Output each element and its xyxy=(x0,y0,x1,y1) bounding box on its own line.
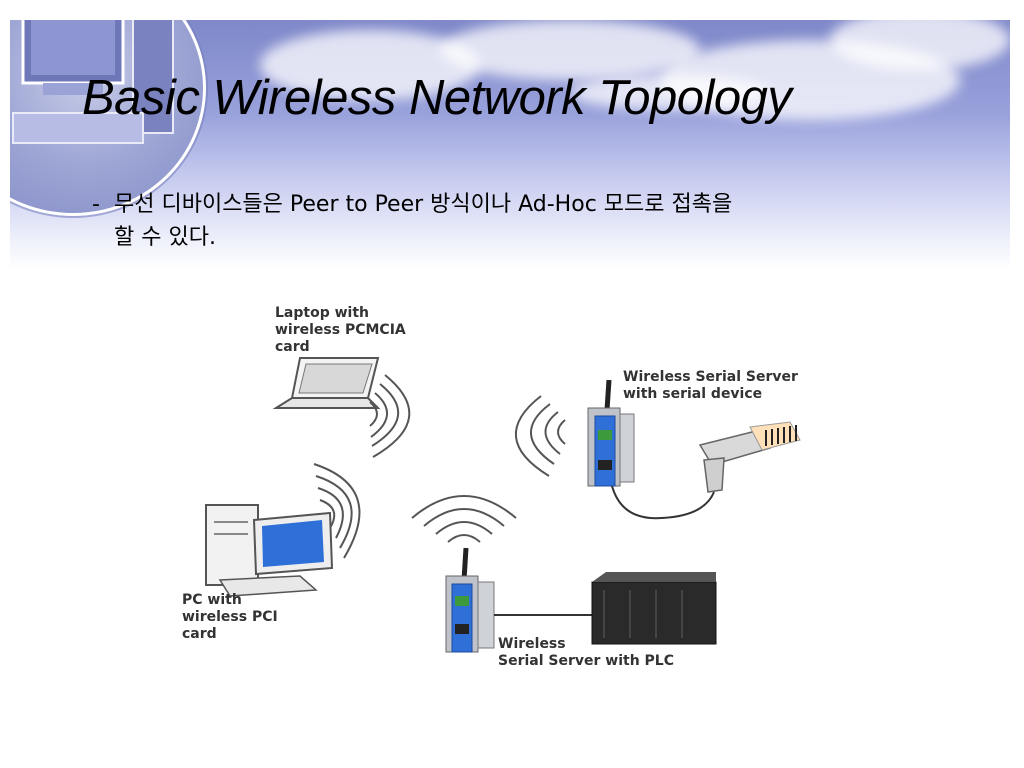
pc-label: PC with wireless PCI card xyxy=(182,592,278,642)
plc-server-label-line-1: Wireless xyxy=(498,636,566,652)
serial-server-label: Wireless Serial Server with serial devic… xyxy=(623,369,798,402)
laptop-label-line-1: Laptop with xyxy=(275,305,369,321)
laptop-signal-waves xyxy=(369,374,411,458)
pc-label-line-3: card xyxy=(182,626,217,642)
serial-server-label-line-2: with serial device xyxy=(623,386,762,402)
laptop-icon xyxy=(272,357,381,409)
laptop-label: Laptop with wireless PCMCIA card xyxy=(275,305,406,355)
plc-server-signal-waves xyxy=(411,495,517,543)
plc-server-label-line-2: Serial Server with PLC xyxy=(498,653,674,669)
serial-server-signal-waves xyxy=(514,395,566,477)
pc-signal-waves xyxy=(313,463,361,559)
bullet-marker: - xyxy=(92,192,100,217)
serial-cable xyxy=(611,485,715,520)
pc-label-line-2: wireless PCI xyxy=(182,609,278,625)
wireless-serial-server-plc-icon xyxy=(445,547,495,653)
network-topology-diagram: Laptop with wireless PCMCIA card Wireles… xyxy=(182,305,801,669)
laptop-label-line-3: card xyxy=(275,339,310,355)
plc-icon xyxy=(591,572,717,645)
barcode-icon xyxy=(765,425,797,446)
bullet-text: -무선 디바이스들은 Peer to Peer 방식이나 Ad-Hoc 모드로 … xyxy=(92,188,952,254)
computer-photo-disc xyxy=(10,20,206,216)
slide-title: Basic Wireless Network Topology xyxy=(82,71,792,125)
bullet-line-1: 무선 디바이스들은 Peer to Peer 방식이나 Ad-Hoc 모드로 접… xyxy=(114,192,733,217)
laptop-label-line-2: wireless PCMCIA xyxy=(275,322,406,338)
serial-server-label-line-1: Wireless Serial Server xyxy=(623,369,798,385)
plc-server-label: Wireless Serial Server with PLC xyxy=(498,636,674,669)
header-band xyxy=(10,20,1010,270)
computer-photo-icon xyxy=(12,20,174,144)
bullet-line-2: 할 수 있다. xyxy=(114,225,216,250)
barcode-scanner-icon xyxy=(698,421,801,493)
pc-icon xyxy=(205,504,334,597)
pc-label-line-1: PC with xyxy=(182,592,242,608)
wireless-serial-server-icon xyxy=(587,379,635,487)
